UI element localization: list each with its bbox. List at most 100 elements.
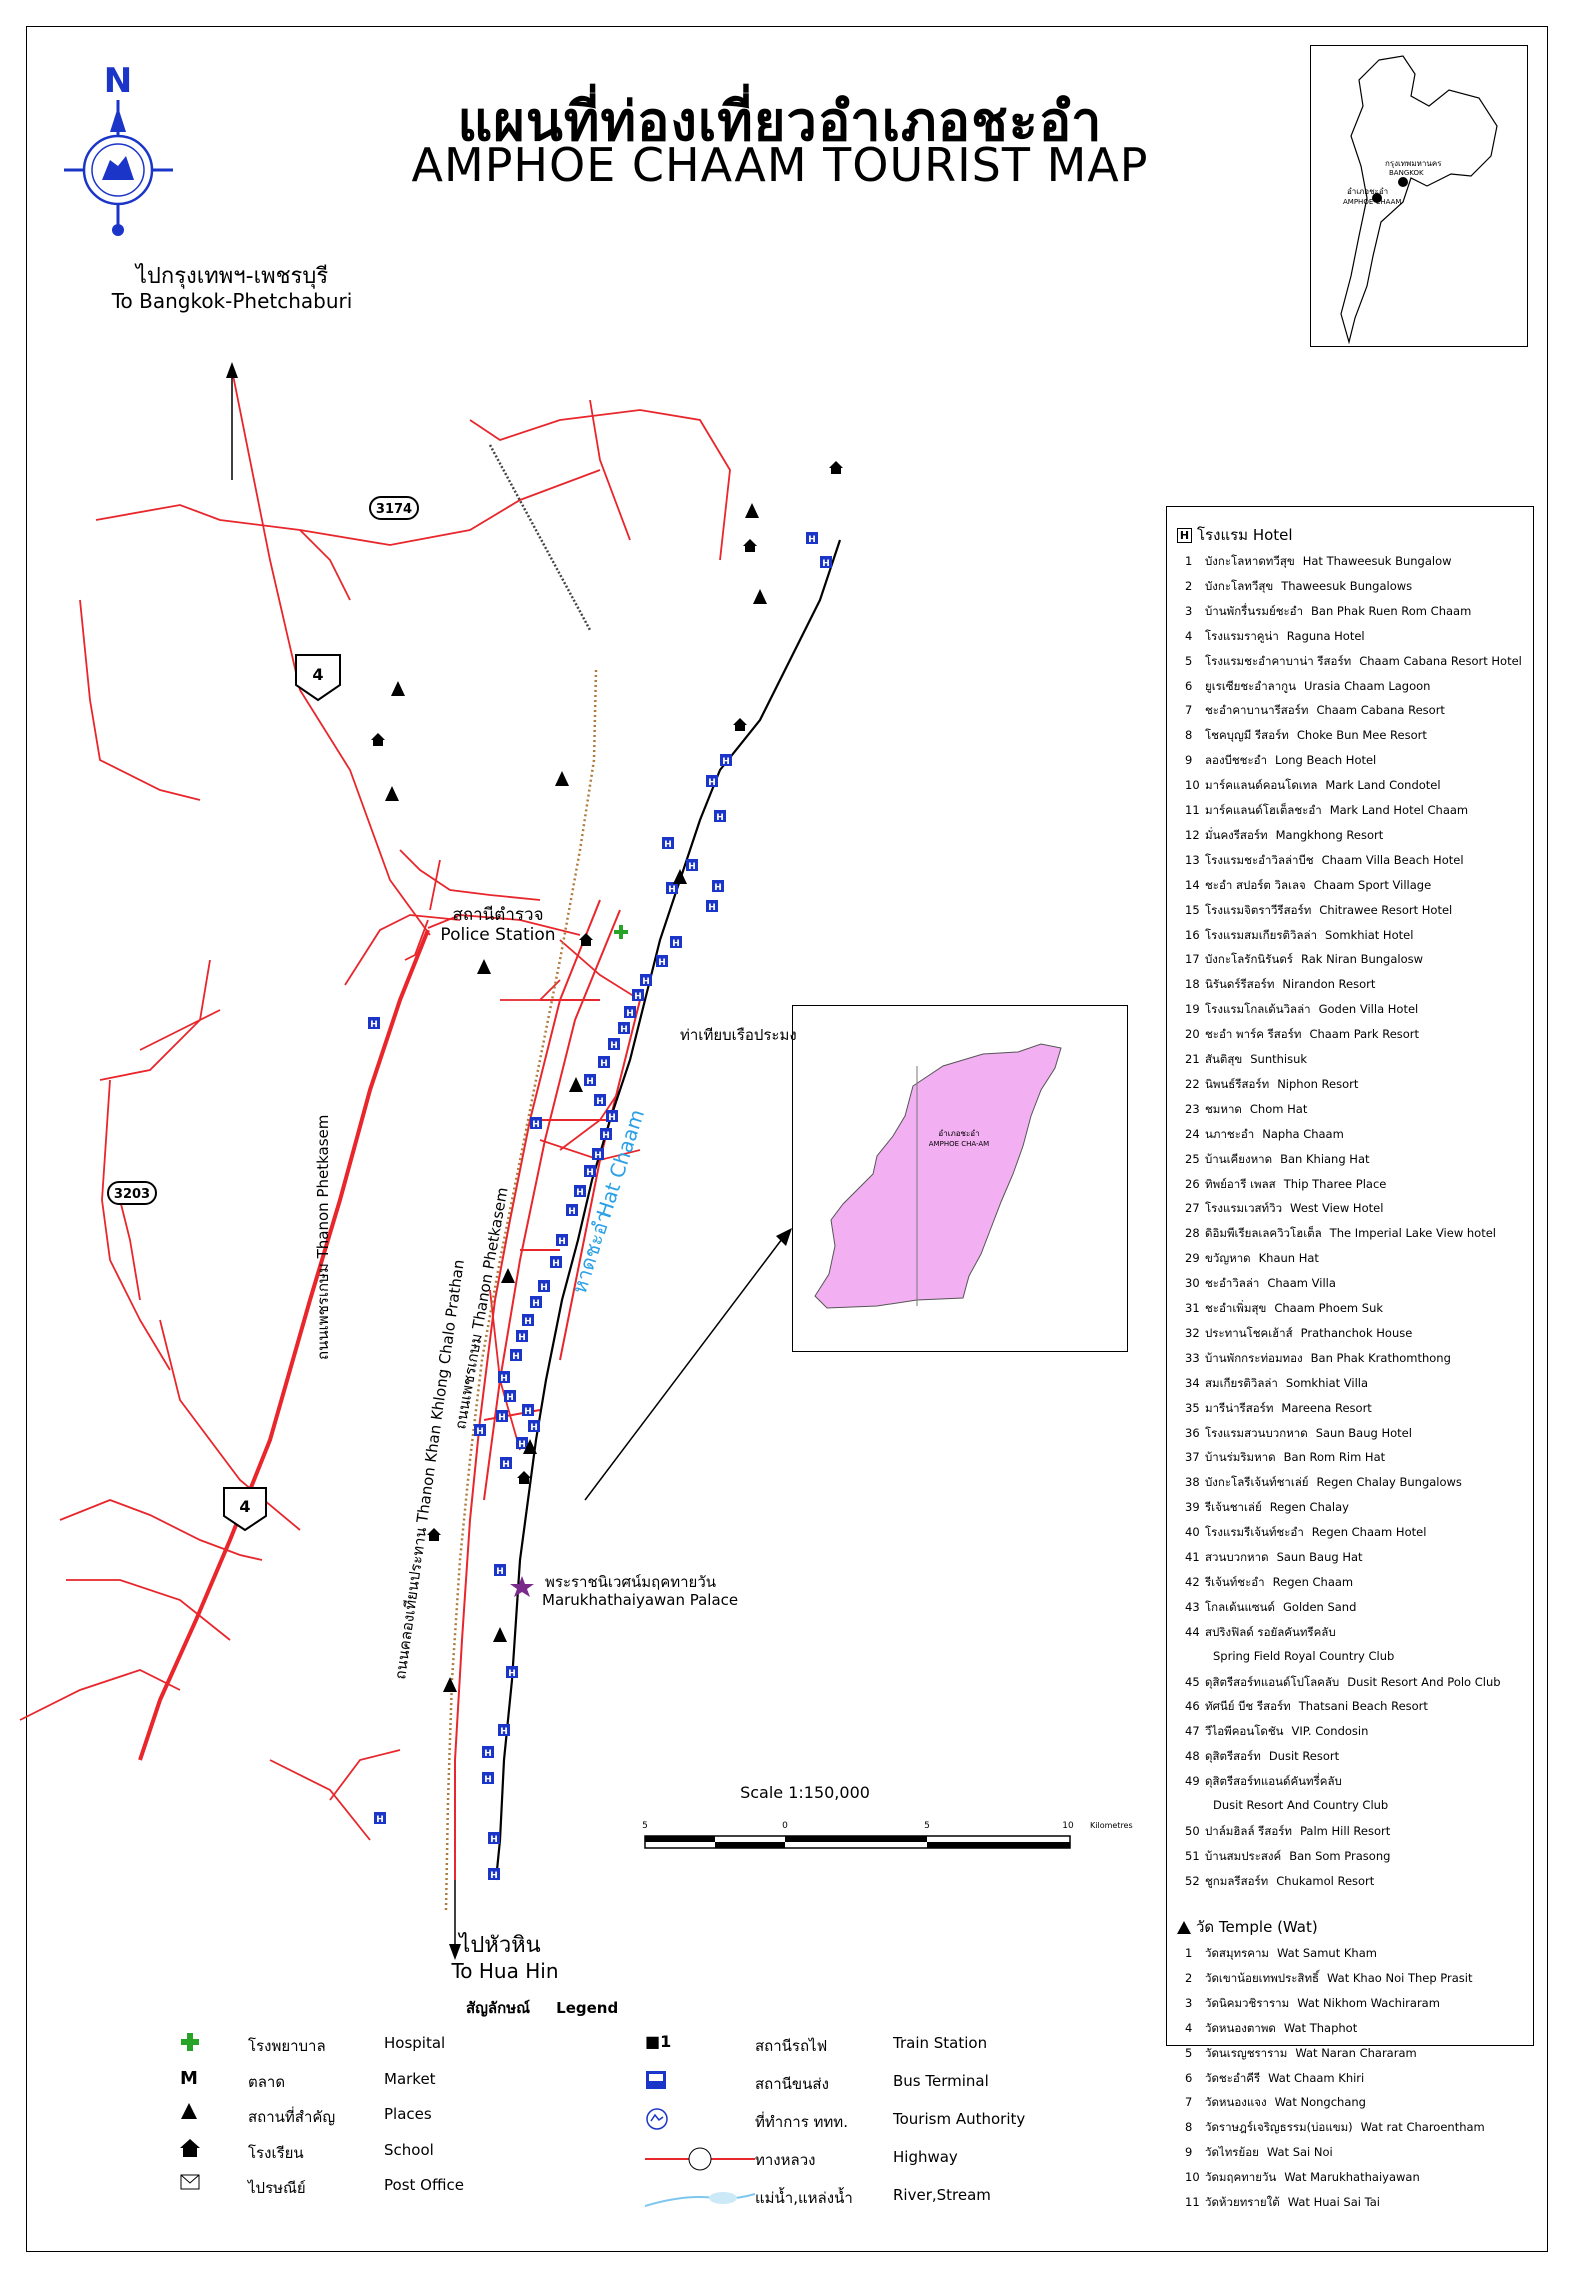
legend-item-label-th: โรงเรียน	[248, 2143, 304, 2162]
district-label-th: อำเภอชะอำ	[938, 1129, 979, 1138]
legend-item-label-en: Post Office	[384, 2176, 464, 2194]
hotel-marker: H	[374, 1812, 386, 1825]
hospital-icon	[180, 2032, 200, 2056]
legend-item-label-th: ที่ทำการ ททท.	[755, 2113, 848, 2131]
hotel-marker: H	[600, 1128, 612, 1141]
legend-item-label-th: แม่น้ำ,แหล่งน้ำ	[755, 2189, 853, 2207]
hotel-marker: H	[606, 1110, 618, 1123]
hotel-marker: H	[594, 1094, 606, 1107]
svg-text:H: H	[518, 1440, 526, 1450]
svg-text:H: H	[524, 1407, 532, 1417]
svg-text:H: H	[552, 1259, 560, 1269]
fishing-pier-label: ท่าเทียบเรือประมง	[680, 1026, 797, 1044]
school-marker	[371, 733, 385, 746]
legend-item-label-th: ทางหลวง	[755, 2151, 816, 2169]
svg-text:H: H	[496, 1567, 504, 1577]
hotel-marker: H	[618, 1022, 630, 1035]
hotel-marker: H	[368, 1017, 380, 1030]
hotel-list-item: Spring Field Royal Country Club	[1213, 1648, 1395, 1663]
svg-text:H: H	[642, 977, 650, 987]
legend-item-label-th: โรงพยาบาล	[248, 2037, 326, 2055]
svg-text:H: H	[484, 1749, 492, 1759]
svg-text:H: H	[490, 1871, 498, 1881]
train-station-icon: ■1	[645, 2032, 672, 2051]
page-title-th: แผนที่ท่องเที่ยวอำเภอชะอำ	[457, 90, 1103, 153]
temple-marker	[385, 786, 399, 801]
river-icon	[644, 2184, 756, 2214]
svg-text:H: H	[658, 958, 666, 968]
hotel-marker: H	[574, 1185, 586, 1198]
railway-north	[488, 444, 592, 631]
hotel-marker: H	[516, 1330, 528, 1343]
svg-text:10: 10	[1062, 1821, 1074, 1831]
hotel-marker: H	[598, 1056, 610, 1069]
temple-marker	[501, 1268, 515, 1283]
svg-text:H: H	[500, 1727, 508, 1737]
svg-text:H: H	[594, 1151, 602, 1161]
svg-text:Kilometres: Kilometres	[1090, 1821, 1133, 1830]
svg-text:H: H	[600, 1059, 608, 1069]
school-marker	[829, 461, 843, 474]
route-4-shield-north: 4	[295, 654, 341, 702]
legend-title: สัญลักษณ์ Legend	[466, 1999, 619, 2017]
legend-item-label-th: ตลาด	[248, 2072, 286, 2091]
legend-item-label-en: Bus Terminal	[893, 2072, 989, 2090]
hotel-marker: H	[498, 1371, 510, 1384]
inset-bangkok-th: กรุงเทพมหานคร	[1385, 159, 1442, 168]
svg-text:4: 4	[239, 1497, 250, 1516]
palace-label-en: Marukhathaiyawan Palace	[542, 1591, 738, 1609]
svg-text:H: H	[500, 1374, 508, 1384]
hotel-marker: H	[584, 1074, 596, 1087]
svg-text:3174: 3174	[376, 502, 412, 517]
hotel-marker: H	[712, 880, 724, 893]
svg-text:H: H	[518, 1333, 526, 1343]
legend-item-label-th: สถานีรถไฟ	[755, 2037, 828, 2055]
svg-text:H: H	[508, 1669, 516, 1679]
svg-text:H: H	[688, 862, 696, 872]
railway	[444, 669, 598, 1911]
legend-item-label-en: Highway	[893, 2148, 958, 2166]
svg-text:3203: 3203	[114, 1187, 150, 1202]
hotel-marker: H	[510, 1349, 522, 1362]
hotel-marker: H	[656, 955, 668, 968]
svg-text:H: H	[490, 1835, 498, 1845]
hotel-marker: H	[522, 1404, 534, 1417]
legend-item-label-th: สถานที่สำคัญ	[248, 2108, 336, 2126]
temple-marker	[391, 681, 405, 696]
svg-text:H: H	[722, 757, 730, 767]
svg-text:H: H	[558, 1237, 566, 1247]
svg-text:H: H	[586, 1077, 594, 1087]
to-bangkok-th: ไปกรุงเทพฯ-เพชรบุรี	[134, 263, 328, 289]
svg-text:H: H	[484, 1775, 492, 1785]
hotel-marker: H	[494, 1564, 506, 1577]
svg-text:H: H	[476, 1427, 484, 1437]
coastline	[494, 539, 842, 1881]
school-marker	[427, 1528, 441, 1541]
svg-text:H: H	[530, 1423, 538, 1433]
police-station-th: สถานีตำรวจ	[452, 905, 543, 925]
legend-item-label-th: ไปรษณีย์	[248, 2179, 306, 2197]
legend-item-label-en: Hospital	[384, 2034, 446, 2052]
hotel-marker: H	[820, 556, 832, 569]
svg-text:H: H	[512, 1352, 520, 1362]
hotel-marker: H	[528, 1420, 540, 1433]
svg-text:H: H	[822, 559, 830, 569]
